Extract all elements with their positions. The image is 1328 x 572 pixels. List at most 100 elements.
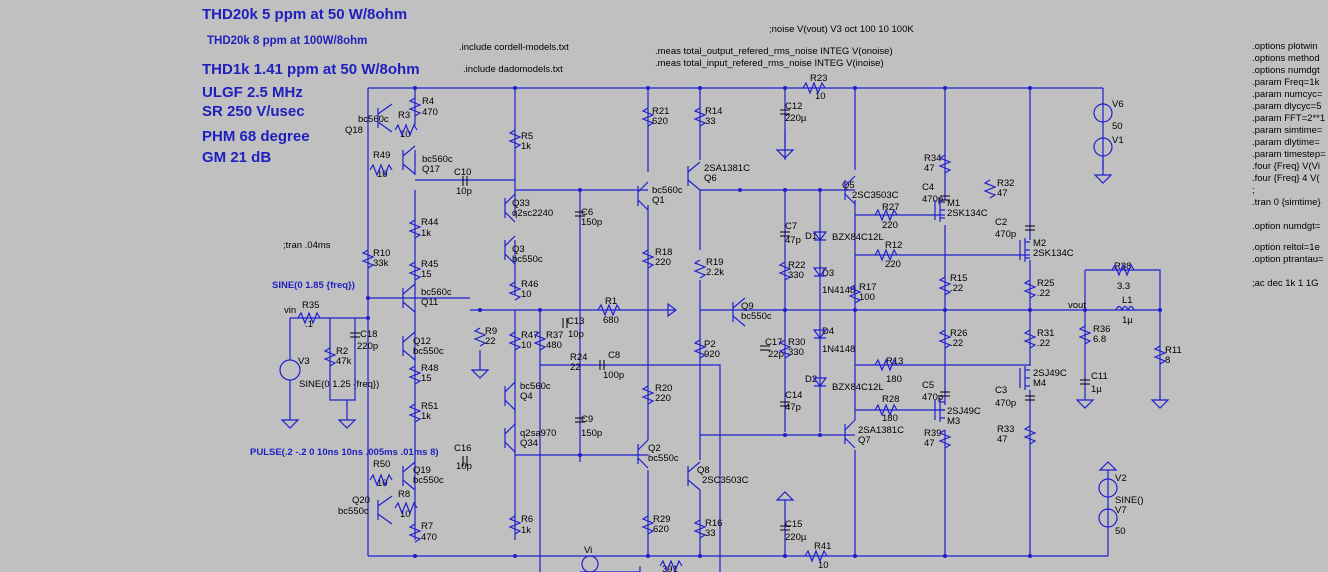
part-value: 391 <box>662 564 678 572</box>
diode-symbols <box>812 231 828 387</box>
part-value: 10p <box>568 329 584 340</box>
part-model: bc550c <box>648 453 679 464</box>
part-ref: V1 <box>1112 135 1124 146</box>
part-value: .22 <box>1037 288 1050 299</box>
directive-line: .option numdgt= <box>1252 221 1321 232</box>
directive-line: .options plotwin <box>1252 41 1317 52</box>
part-model: bc560c <box>421 287 452 298</box>
part-value: 33k <box>373 258 389 269</box>
part-ref: R45 <box>421 259 438 270</box>
directive-line: .four {Freq} V(Vi <box>1252 161 1320 172</box>
part-ref: R3 <box>398 110 410 121</box>
source-v2-icon <box>1098 478 1118 498</box>
source-vi-icon <box>581 555 599 572</box>
part-model: q2sa970 <box>520 428 556 439</box>
part-ref: Q9 <box>741 301 754 312</box>
part-ref: R27 <box>882 202 899 213</box>
part-value: 220 <box>885 259 901 270</box>
part-ref: R28 <box>882 394 899 405</box>
part-ref: C6 <box>581 207 593 218</box>
directive-line: .param FFT=2**1 <box>1252 113 1325 124</box>
part-ref: Q19 <box>413 465 431 476</box>
part-value: 220µ <box>785 113 807 124</box>
part-ref: C11 <box>1091 371 1108 382</box>
part-value: 50 <box>1115 526 1126 537</box>
part-model: bc550c <box>413 475 444 486</box>
part-ref: P2 <box>704 339 716 350</box>
directive-noise: ;noise V(vout) V3 oct 100 10 100K <box>769 24 914 35</box>
source-v6-icon <box>1093 103 1113 123</box>
part-ref: R26 <box>950 328 967 339</box>
part-value: 10 <box>377 478 388 489</box>
source-sine-v3-label: SINE(0 1.85 {freq}) <box>272 280 355 291</box>
directive-line: .tran 0 {simtime} <box>1252 197 1321 208</box>
part-ref: C9 <box>581 414 593 425</box>
part-ref: Q11 <box>421 297 438 308</box>
part-value: 22p <box>768 349 784 360</box>
part-value: 480 <box>546 340 562 351</box>
part-value: 47 <box>924 163 935 174</box>
part-value: .22 <box>1037 338 1050 349</box>
part-model: 2SA1381C <box>704 163 750 174</box>
part-ref: M2 <box>1033 238 1046 249</box>
part-ref: R11 <box>1165 345 1182 356</box>
part-ref: R9 <box>485 326 497 337</box>
part-model: 2SK134C <box>947 208 988 219</box>
part-value: 620 <box>652 116 668 127</box>
part-value: 22 <box>570 362 581 373</box>
part-ref: R33 <box>997 424 1014 435</box>
part-value: 620 <box>653 524 669 535</box>
wires <box>290 87 1161 572</box>
part-value: 180 <box>882 413 898 424</box>
part-ref: R4 <box>422 96 434 107</box>
directive-line: .param dlytime= <box>1252 137 1320 148</box>
part-ref: V6 <box>1112 99 1124 110</box>
part-ref: R30 <box>788 337 805 348</box>
part-ref: Q3 <box>512 244 525 255</box>
voltage-sources <box>279 103 1118 572</box>
part-value: 15 <box>421 269 432 280</box>
part-ref: C4 <box>922 182 934 193</box>
part-value: 47p <box>785 402 801 413</box>
part-ref: Q33 <box>512 198 530 209</box>
part-ref: R21 <box>652 106 669 117</box>
part-ref: C13 <box>567 316 584 327</box>
part-model: 1N4148 <box>822 285 855 296</box>
part-value: 1µ <box>1122 315 1133 326</box>
note-phase-margin: PHM 68 degree <box>202 128 310 145</box>
note-thd1k: THD1k 1.41 ppm at 50 W/8ohm <box>202 61 420 78</box>
net-vout: vout <box>1068 300 1086 311</box>
part-value: 10 <box>521 289 532 300</box>
part-ref: Vi <box>584 545 592 556</box>
part-ref: C5 <box>922 380 934 391</box>
part-value: 470p <box>995 229 1016 240</box>
part-ref: R35 <box>302 300 319 311</box>
part-ref: R41 <box>814 541 831 552</box>
note-thd20k-100w: THD20k 8 ppm at 100W/8ohm <box>207 35 367 47</box>
part-ref: Q2 <box>648 443 661 454</box>
part-value: 220 <box>882 220 898 231</box>
part-value: 47 <box>924 438 935 449</box>
directive-meas-output: .meas total_output_refered_rms_noise INT… <box>655 46 893 57</box>
part-value: 47 <box>997 188 1008 199</box>
part-ref: C8 <box>608 350 620 361</box>
directive-include-dado: .include dadomodels.txt <box>463 64 563 75</box>
directive-line: .param dlycyc=5 <box>1252 101 1321 112</box>
part-ref: C16 <box>454 443 471 454</box>
part-ref: D2 <box>805 374 817 385</box>
part-ref: R47 <box>521 330 538 341</box>
part-model: BZX84C12L <box>832 382 884 393</box>
part-ref: Q12 <box>413 336 431 347</box>
part-ref: R37 <box>546 330 563 341</box>
part-ref: R23 <box>810 73 827 84</box>
part-ref: C17 <box>765 337 782 348</box>
part-ref: D1 <box>805 231 817 242</box>
part-model: bc560c <box>358 114 389 125</box>
part-ref: R39 <box>924 428 941 439</box>
component-labels: bc560c Q18 R4 470 R3 10 R49 10 bc560c Q1… <box>284 73 1182 572</box>
part-ref: Q20 <box>352 495 370 506</box>
part-value: 2.2k <box>706 267 724 278</box>
directive-include-cordell: .include cordell-models.txt <box>459 42 569 53</box>
part-ref: M3 <box>947 416 960 427</box>
part-ref: R29 <box>653 514 670 525</box>
